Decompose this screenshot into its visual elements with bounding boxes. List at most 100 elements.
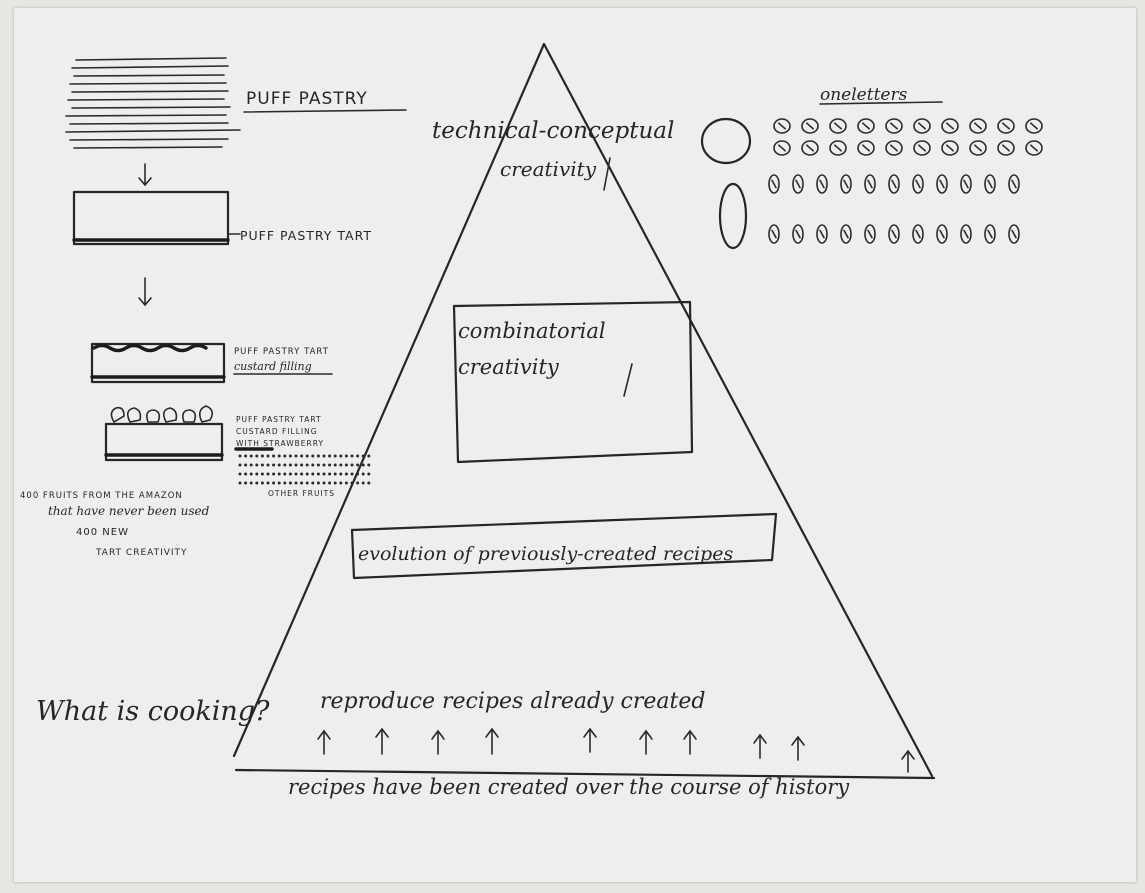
- fruit-dot: [266, 472, 270, 476]
- fruit-dot: [244, 472, 248, 476]
- fruit-dot: [322, 481, 326, 485]
- arrow-up-icon: [683, 729, 697, 755]
- fruit-dot: [300, 481, 304, 485]
- fruit-dots: [238, 454, 371, 485]
- fruit-dot: [356, 481, 360, 485]
- fruit-letter-mark: [889, 144, 899, 152]
- fruit-letter-mark: [833, 144, 843, 152]
- tart-fruit-label-line3: WITH STRAWBERRY: [236, 439, 324, 448]
- pyramid-base-line: [234, 768, 936, 780]
- fruit-letter-oval: [840, 174, 852, 194]
- fruit-dot: [249, 472, 253, 476]
- fruit-letter-mark: [833, 122, 843, 130]
- fruit-dot: [322, 454, 326, 458]
- fruit-letter-oval: [768, 224, 780, 244]
- fruit-letter-mark: [805, 122, 815, 130]
- fruit-letter-mark: [987, 229, 993, 239]
- fruit-dot: [322, 463, 326, 467]
- fruit-letter-mark: [1001, 122, 1011, 130]
- puff-pastry-tart-label: PUFF PASTRY TART: [240, 228, 372, 243]
- fruit-letter-grid: [768, 118, 1043, 244]
- fruit-letter-oval: [1008, 174, 1020, 194]
- fruit-letter-mark: [939, 229, 945, 239]
- tart-fruit-label-line2: CUSTARD FILLING: [236, 427, 318, 436]
- round-fruit-shape: [700, 117, 752, 165]
- fruit-dot: [311, 472, 315, 476]
- fruit-dot: [367, 481, 371, 485]
- combinatorial-box: [452, 300, 694, 464]
- fruit-letter-mark: [795, 229, 801, 239]
- middle-level-line1: combinatorial: [458, 319, 606, 343]
- fruit-dot: [316, 481, 320, 485]
- fruit-letter-oval: [941, 118, 959, 134]
- fruit-letter-oval: [857, 118, 875, 134]
- fruit-dot: [328, 463, 332, 467]
- fruit-dot: [244, 454, 248, 458]
- fruit-letter-oval: [816, 224, 828, 244]
- fruit-dot: [238, 472, 242, 476]
- fruit-dot: [333, 481, 337, 485]
- fruit-letter-mark: [861, 122, 871, 130]
- fruit-letter-mark: [891, 229, 897, 239]
- fruit-dot: [367, 463, 371, 467]
- fruit-letter-oval: [829, 118, 847, 134]
- fruit-dot: [328, 472, 332, 476]
- arrow-up-icon: [375, 727, 389, 755]
- fruit-letter-oval: [857, 140, 875, 156]
- fruit-dot: [367, 454, 371, 458]
- fruit-dot: [288, 454, 292, 458]
- fruit-dot: [238, 481, 242, 485]
- fruit-letter-mark: [843, 179, 849, 189]
- fruit-letter-oval: [936, 174, 948, 194]
- arrow-up-icon: [485, 727, 499, 755]
- fruit-dot: [283, 454, 287, 458]
- fruit-dot: [328, 481, 332, 485]
- fruit-dot: [344, 454, 348, 458]
- arrow-up-icon: [901, 749, 915, 773]
- fruit-dot: [344, 463, 348, 467]
- fruit-letter-mark: [945, 122, 955, 130]
- fruit-letter-mark: [795, 179, 801, 189]
- fruit-letter-oval: [773, 140, 791, 156]
- fruit-letter-mark: [819, 229, 825, 239]
- arrow-up-icon: [583, 727, 597, 753]
- base-label: recipes have been created over the cours…: [288, 775, 850, 799]
- arrow-up-icon: [317, 729, 331, 755]
- fruit-dot: [350, 454, 354, 458]
- middle-level-stroke: [623, 363, 633, 397]
- fruit-letter-oval: [960, 224, 972, 244]
- fruit-letter-oval: [864, 174, 876, 194]
- arrow-up-icon: [753, 733, 767, 759]
- fruit-dot: [283, 481, 287, 485]
- fruit-letter-oval: [912, 174, 924, 194]
- fruit-letter-oval: [997, 118, 1015, 134]
- note-line4: TART CREATIVITY: [95, 548, 188, 558]
- fruit-dot: [333, 472, 337, 476]
- fruit-letter-mark: [771, 229, 777, 239]
- fruit-dot: [322, 472, 326, 476]
- tart-strawberry-drawing: [104, 405, 224, 462]
- fruit-dot: [305, 472, 309, 476]
- fruit-dot: [260, 481, 264, 485]
- fruit-dot: [288, 472, 292, 476]
- fruit-dot: [316, 454, 320, 458]
- fruit-dot: [288, 481, 292, 485]
- fruit-dot: [283, 463, 287, 467]
- fruit-dot: [277, 454, 281, 458]
- fruit-dot: [361, 472, 365, 476]
- fruit-letter-mark: [1029, 144, 1039, 152]
- question-label: What is cooking?: [36, 696, 270, 727]
- fruit-dot: [333, 454, 337, 458]
- fruit-dot: [255, 463, 259, 467]
- fruit-letter-oval: [913, 118, 931, 134]
- fruit-letter-mark: [861, 144, 871, 152]
- fruit-dot: [316, 472, 320, 476]
- fruit-dot: [249, 463, 253, 467]
- fruit-dot: [272, 454, 276, 458]
- fruit-dot: [356, 454, 360, 458]
- fruit-letter-oval: [960, 174, 972, 194]
- fruit-letter-oval: [912, 224, 924, 244]
- fruit-letter-mark: [843, 229, 849, 239]
- fruit-letter-mark: [891, 179, 897, 189]
- fruit-letter-oval: [773, 118, 791, 134]
